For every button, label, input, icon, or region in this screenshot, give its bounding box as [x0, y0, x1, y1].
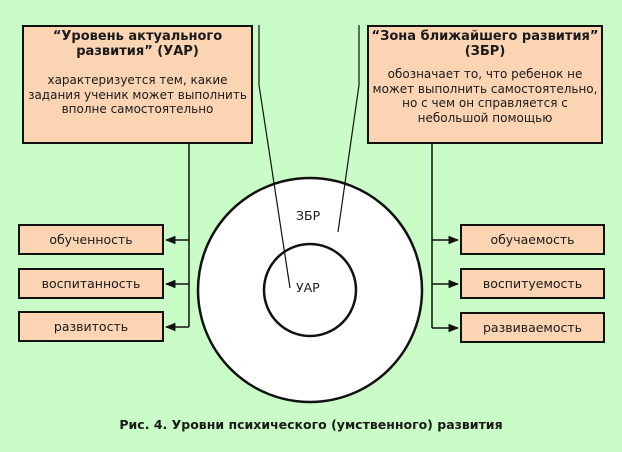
- zbr-description: обозначает то, что ребенок не может выпо…: [372, 67, 598, 125]
- zbr-pointer-line: [337, 25, 360, 233]
- uar-pointer-line: [258, 25, 291, 289]
- uar-circle-label: УАР: [296, 280, 320, 295]
- figure-caption: Рис. 4. Уровни психического (умственного…: [119, 417, 503, 432]
- right-item-box: воспитуемость: [460, 268, 605, 299]
- left-item-box: обученность: [18, 224, 164, 255]
- zbr-circle-label: ЗБР: [296, 208, 321, 223]
- zbr-title: “Зона ближайшего развития” (ЗБР): [371, 29, 599, 59]
- zbr-definition-box: “Зона ближайшего развития” (ЗБР) обознач…: [367, 25, 603, 144]
- right-item-box: развиваемость: [460, 312, 605, 343]
- uar-definition-box: “Уровень актуального развития” (УАР) хар…: [22, 25, 253, 144]
- left-item-box: воспитанность: [18, 268, 164, 299]
- uar-description: характеризуется тем, какие задания учени…: [28, 73, 247, 116]
- right-item-box: обучаемость: [460, 224, 605, 255]
- uar-title: “Уровень актуального развития” (УАР): [52, 29, 223, 59]
- left-item-box: развитость: [18, 311, 164, 342]
